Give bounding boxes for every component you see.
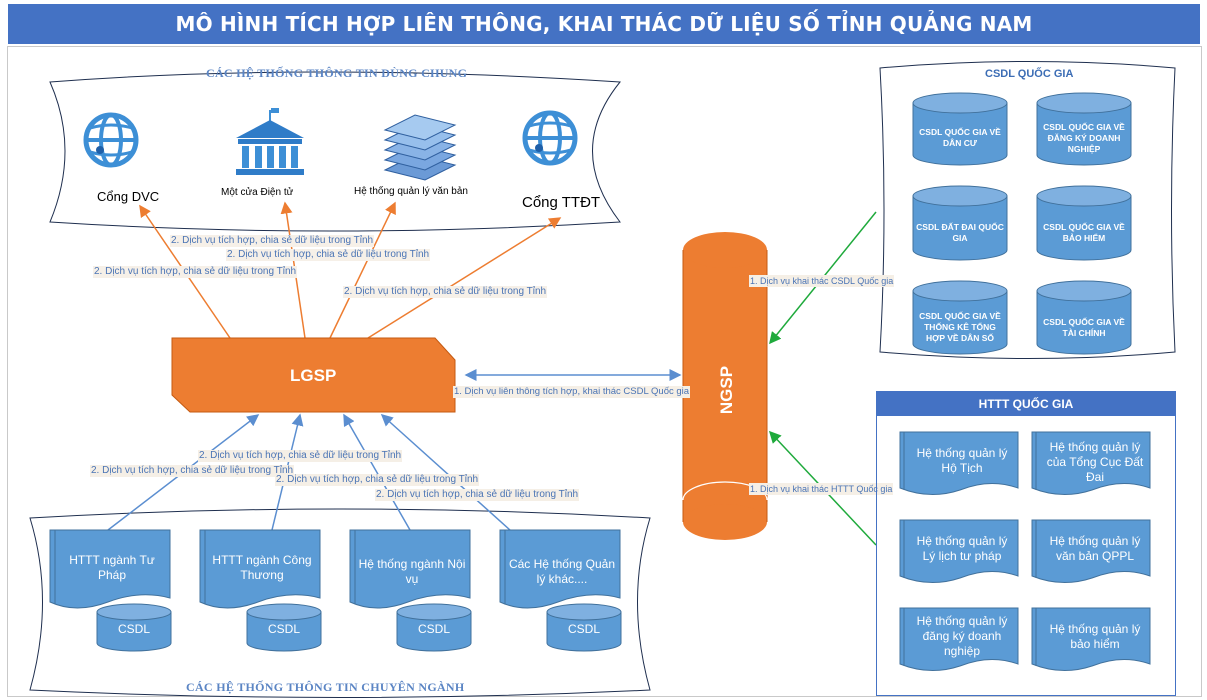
shared-system-label: Cổng TTĐT — [522, 194, 601, 211]
csdl-quoc-gia-heading: CSDL QUỐC GIA — [985, 68, 1074, 80]
service-label: 2. Dịch vụ tích hợp, chia sẻ dữ liệu tro… — [275, 474, 480, 486]
httt-item: Hệ thống quản lý Lý lịch tư pháp — [916, 534, 1008, 563]
lgsp-shape — [171, 337, 456, 413]
httt-quoc-gia-panel — [876, 391, 1176, 696]
service-label: 2. Dịch vụ tích hợp, chia sẻ dữ liệu tro… — [198, 450, 403, 462]
service-label: 1. Dịch vụ khai thác HTTT Quốc gia — [749, 483, 894, 495]
httt-quoc-gia-heading: HTTT QUỐC GIA — [877, 392, 1175, 416]
csdl-small-label: CSDL — [567, 622, 600, 636]
document-stack-icon — [383, 114, 457, 181]
ngsp-cylinder — [682, 232, 768, 540]
shared-system-label: Hệ thống quản lý văn bản — [354, 186, 468, 197]
shared-system-label: Một cửa Điện tử — [221, 187, 294, 198]
csdl-small-cylinder — [96, 603, 622, 652]
httt-item: Hệ thống quản lý bảo hiểm — [1049, 622, 1141, 651]
service-label: 2. Dịch vụ tích hợp, chia sẻ dữ liệu tro… — [170, 235, 375, 247]
httt-item: Hệ thống quản lý của Tổng Cục Đất Đai — [1046, 439, 1144, 484]
csdl-item: CSDL QUỐC GIA VỀ TÀI CHÍNH — [1043, 317, 1125, 338]
csdl-item: CSDL QUỐC GIA VỀ ĐĂNG KÝ DOANH NGHIỆP — [1043, 121, 1125, 154]
globe-icon — [83, 112, 139, 168]
diagram-frame — [7, 46, 1202, 697]
csdl-small-label: CSDL — [117, 622, 150, 636]
service-label: 2. Dịch vụ tích hợp, chia sẻ dữ liệu tro… — [226, 249, 431, 261]
ngsp-label: NGSP — [717, 366, 736, 414]
csdl-item: CSDL QUỐC GIA VỀ BẢO HIỂM — [1043, 222, 1125, 243]
shared-system-label: Cổng DVC — [97, 189, 160, 204]
page-title: MÔ HÌNH TÍCH HỢP LIÊN THÔNG, KHAI THÁC D… — [8, 4, 1200, 44]
httt-item: Hệ thống quản lý đăng ký doanh nghiệp — [916, 614, 1008, 658]
service-label: 2. Dịch vụ tích hợp, chia sẻ dữ liệu tro… — [90, 465, 295, 477]
httt-item: Hệ thống quản lý văn bản QPPL — [1049, 534, 1141, 563]
shared-systems-heading: CÁC HỆ THỐNG THÔNG TIN DÙNG CHUNG — [206, 66, 468, 80]
specialized-systems-heading: CÁC HỆ THỐNG THÔNG TIN CHUYÊN NGÀNH — [186, 680, 465, 694]
csdl-item: CSDL QUỐC GIA VỀ THỐNG KÊ TỔNG HỢP VỀ DÂ… — [919, 310, 1001, 343]
service-label: 1. Dịch vụ khai thác CSDL Quốc gia — [749, 275, 895, 287]
globe-icon — [522, 110, 578, 166]
httt-item: Hệ thống quản lý Hộ Tịch — [916, 446, 1008, 475]
service-label: 2. Dịch vụ tích hợp, chia sẻ dữ liệu tro… — [93, 266, 298, 278]
government-building-icon — [236, 108, 304, 175]
specialized-item: Hệ thống ngành Nội vụ — [358, 557, 466, 586]
csdl-item: CSDL ĐẤT ĐAI QUỐC GIA — [916, 222, 1004, 243]
csdl-cylinder — [912, 92, 1132, 355]
httt-document — [899, 431, 1151, 671]
specialized-systems-panel — [29, 508, 651, 698]
csdl-item: CSDL QUỐC GIA VỀ DÂN CƯ — [919, 127, 1001, 148]
specialized-item: Các Hệ thống Quản lý khác.... — [508, 557, 616, 586]
service-label: 2. Dịch vụ tích hợp, chia sẻ dữ liệu tro… — [375, 489, 580, 501]
specialized-item: HTTT ngành Tư Pháp — [69, 553, 155, 582]
shared-systems-panel — [49, 71, 621, 232]
csdl-small-label: CSDL — [267, 622, 300, 636]
lgsp-label: LGSP — [290, 366, 337, 385]
csdl-small-label: CSDL — [417, 622, 450, 636]
service-label: 2. Dịch vụ tích hợp, chia sẻ dữ liệu tro… — [343, 286, 548, 298]
specialized-document — [49, 529, 621, 609]
specialized-item: HTTT ngành Công Thương — [212, 553, 312, 582]
service-label: 1. Dịch vụ liên thông tích hợp, khai thá… — [453, 386, 691, 398]
